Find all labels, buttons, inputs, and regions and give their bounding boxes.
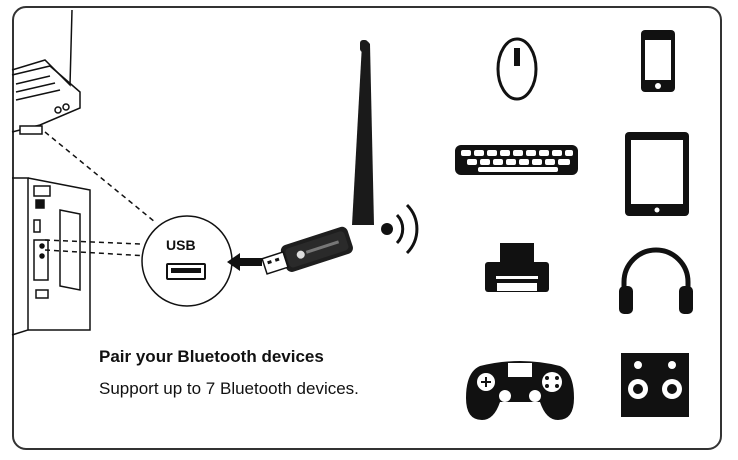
gamepad-icon bbox=[466, 361, 574, 420]
subline: Support up to 7 Bluetooth devices. bbox=[99, 379, 359, 398]
headline: Pair your Bluetooth devices bbox=[99, 347, 324, 366]
wireless-signal-icon bbox=[381, 203, 419, 255]
tablet-icon bbox=[625, 132, 689, 216]
bluetooth-adapter-icon bbox=[261, 40, 374, 275]
usb-label: USB bbox=[166, 237, 196, 253]
keyboard-icon bbox=[455, 145, 578, 175]
connection-lines bbox=[44, 131, 156, 257]
smartphone-icon bbox=[641, 30, 675, 92]
mouse-icon bbox=[496, 37, 538, 101]
usb-port-icon bbox=[141, 215, 233, 307]
headphones-icon bbox=[619, 247, 693, 314]
laptop-icon bbox=[11, 9, 81, 135]
illustration-frame bbox=[12, 6, 722, 450]
speakers-icon bbox=[621, 353, 689, 417]
arrow-left-icon bbox=[227, 253, 262, 271]
printer-icon bbox=[485, 243, 549, 292]
desktop-tower-icon bbox=[11, 177, 91, 336]
